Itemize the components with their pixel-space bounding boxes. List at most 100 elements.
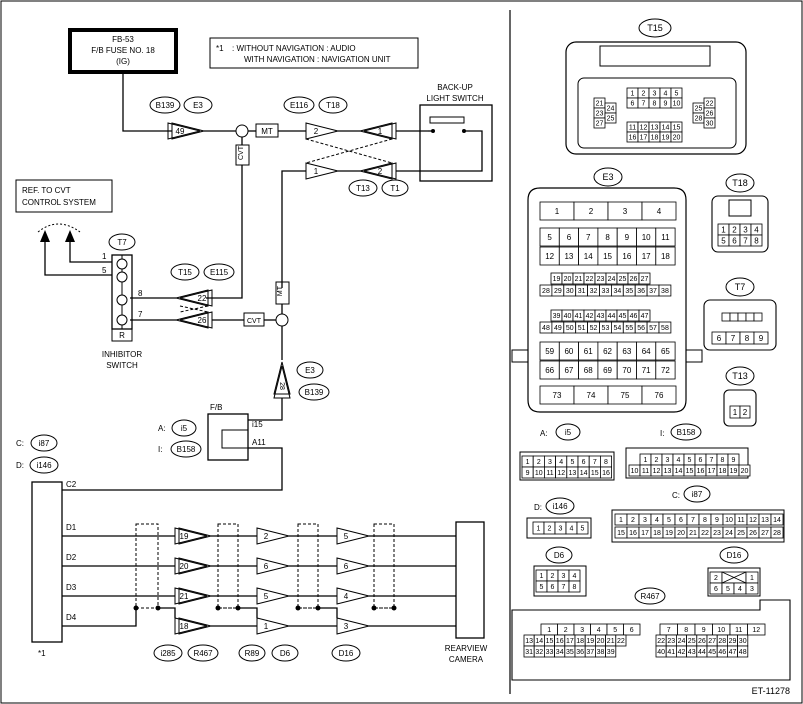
conn-r89: R89 bbox=[245, 649, 260, 658]
view-r467-title: R467 bbox=[640, 592, 660, 601]
pin-1r: 1 bbox=[378, 127, 383, 136]
conn-d16-oval bbox=[331, 644, 361, 662]
pin-number: 32 bbox=[590, 288, 598, 295]
junction-1 bbox=[235, 124, 249, 138]
pin-number: 8 bbox=[721, 457, 725, 464]
pin-number: 24 bbox=[725, 530, 733, 537]
housing bbox=[533, 565, 587, 597]
pin-number: 12 bbox=[640, 125, 648, 132]
pin-cell bbox=[753, 331, 769, 345]
pin-number: 21 bbox=[689, 530, 697, 537]
housing bbox=[611, 509, 785, 543]
pin-cell bbox=[568, 580, 581, 593]
conn-e3: E3 bbox=[193, 101, 203, 110]
view-e3-oval bbox=[593, 167, 623, 187]
pin-number: 6 bbox=[732, 236, 737, 245]
pin-number: 7 bbox=[743, 236, 748, 245]
conn-d6-oval bbox=[271, 644, 299, 662]
pin-number: 55 bbox=[625, 325, 633, 332]
pin-number: 23 bbox=[596, 111, 604, 118]
pin-number: 7 bbox=[710, 457, 714, 464]
pin-number: 5 bbox=[721, 236, 726, 245]
pin-number: 13 bbox=[651, 125, 659, 132]
pin-number: 59 bbox=[545, 347, 554, 356]
pin-number: 27 bbox=[761, 530, 769, 537]
pin-number: 13 bbox=[569, 470, 577, 477]
pin-cell bbox=[605, 645, 617, 658]
wire-cvt-v2 bbox=[206, 165, 243, 299]
inhibitor-contact-4 bbox=[116, 314, 128, 326]
conn-b139b-oval bbox=[298, 383, 330, 401]
conn-t18: T18 bbox=[326, 101, 340, 110]
pin-c2: C2 bbox=[66, 480, 77, 489]
pin-number: 33 bbox=[602, 288, 610, 295]
prefix-d: D: bbox=[16, 461, 24, 470]
pin-i15: i15 bbox=[252, 420, 263, 429]
pin-number: 62 bbox=[603, 347, 612, 356]
pin-number: 16 bbox=[697, 468, 705, 475]
fuse-line2: F/B FUSE NO. 18 bbox=[91, 46, 155, 55]
conn-i87: i87 bbox=[39, 439, 50, 448]
conn-t1-oval bbox=[381, 179, 409, 197]
pin-number: 4 bbox=[664, 91, 668, 98]
wire-mt-v bbox=[281, 170, 306, 288]
pin-28: 28 bbox=[278, 382, 285, 390]
pin-number: 5 bbox=[540, 584, 544, 591]
pin-number: 28 bbox=[773, 530, 781, 537]
pin-number: 3 bbox=[666, 457, 670, 464]
pin-number: 36 bbox=[637, 288, 645, 295]
pin-1b: 1 bbox=[264, 622, 269, 631]
conn-e115: E115 bbox=[210, 268, 229, 277]
pin-cell bbox=[737, 645, 749, 658]
pin-20-arrow2 bbox=[178, 557, 212, 575]
pin-cell bbox=[745, 582, 759, 595]
conn-e3-oval bbox=[183, 96, 213, 114]
conn-t1: T1 bbox=[390, 184, 400, 193]
view-i146-prefix: D: bbox=[534, 503, 542, 512]
pin-number: 13 bbox=[761, 517, 769, 524]
view-t7-title: T7 bbox=[735, 282, 746, 292]
pin-22-arrow bbox=[179, 289, 213, 307]
pin-2-arrow bbox=[305, 122, 339, 140]
view-i5-title: i5 bbox=[565, 428, 572, 437]
pin-cell bbox=[655, 246, 676, 266]
pin-5b-arrow bbox=[256, 587, 290, 605]
pin-number: 19 bbox=[662, 135, 670, 142]
pin-49: 49 bbox=[176, 127, 185, 136]
pin-number: 73 bbox=[553, 391, 562, 400]
blank-cross-b bbox=[721, 571, 747, 584]
latch bbox=[728, 199, 752, 217]
pin-number: 3 bbox=[548, 459, 552, 466]
pin-number: 65 bbox=[661, 347, 670, 356]
pin-number: 4 bbox=[573, 573, 577, 580]
pin-number: 14 bbox=[535, 638, 543, 645]
pin-number: 11 bbox=[546, 470, 553, 477]
housing bbox=[625, 447, 749, 479]
view-t13-oval bbox=[725, 366, 755, 386]
pin-number: 15 bbox=[546, 638, 554, 645]
pin-number: 6 bbox=[717, 334, 722, 343]
shield-dot-8 bbox=[391, 605, 397, 611]
pin-number: 31 bbox=[578, 288, 586, 295]
pin-number: 66 bbox=[545, 366, 554, 375]
pin-number: 72 bbox=[661, 366, 670, 375]
pin-cell bbox=[770, 526, 784, 539]
fb-label: F/B bbox=[210, 403, 222, 412]
conn-e115-oval bbox=[203, 263, 235, 281]
pin-number: 5 bbox=[570, 459, 574, 466]
pin-4c: 4 bbox=[344, 592, 349, 601]
pin-cell bbox=[615, 634, 627, 647]
pin-number: 19 bbox=[586, 638, 594, 645]
housing bbox=[723, 389, 757, 427]
pin-d4: D4 bbox=[66, 613, 77, 622]
inhibitor-line1: INHIBITOR bbox=[102, 350, 143, 359]
pin-number: 13 bbox=[564, 252, 573, 261]
pin-number: 76 bbox=[655, 391, 664, 400]
pin-number: 56 bbox=[637, 325, 645, 332]
pin-number: 17 bbox=[566, 638, 574, 645]
pin-number: 7 bbox=[667, 627, 671, 634]
pin-number: 10 bbox=[673, 101, 681, 108]
